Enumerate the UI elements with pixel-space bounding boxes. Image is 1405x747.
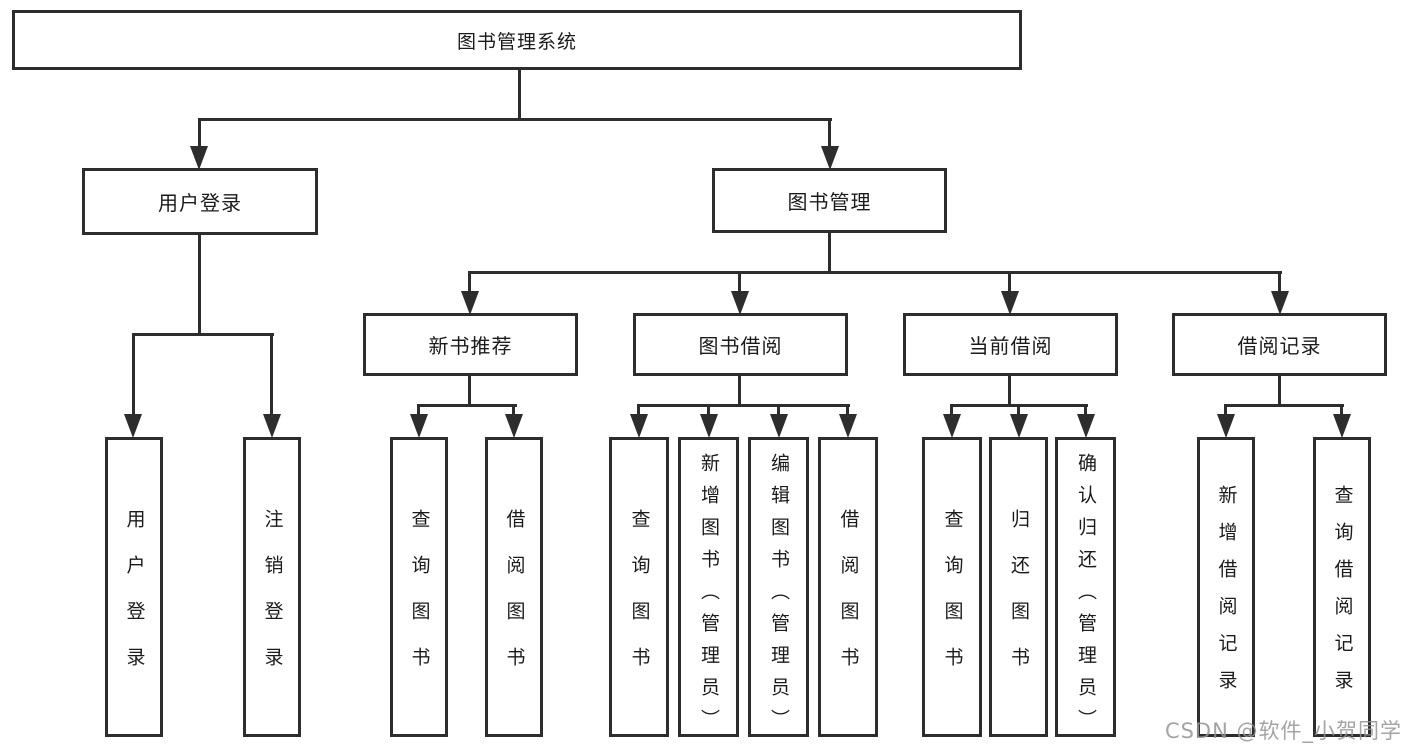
arrowhead-borrow-leaf4 — [839, 414, 857, 438]
connector-rec-leaf2-drop — [512, 404, 515, 416]
arrowhead-rec-leaf2 — [505, 414, 523, 438]
connector-borrow-records-drop — [1278, 271, 1281, 293]
connector-level2-hline — [198, 118, 832, 121]
node-new-book-rec-label: 新书推荐 — [428, 334, 513, 358]
connector-user-login-stem — [198, 234, 201, 336]
node-book-mgmt: 图书管理 — [712, 168, 947, 233]
connector-records-leaf2-drop — [1340, 404, 1343, 416]
leaf-query-borrow-record-label: 查询借阅记录 — [1331, 485, 1354, 707]
leaf-add-borrow-record: 新增借阅记录 — [1197, 437, 1255, 737]
leaf-borrow-book-rec: 借阅图书 — [485, 437, 543, 737]
leaf-return-book: 归还图书 — [989, 437, 1048, 737]
node-current-borrow-label: 当前借阅 — [968, 334, 1053, 358]
connector-book-borrow-drop — [738, 271, 741, 293]
node-borrow-records: 借阅记录 — [1172, 313, 1387, 376]
connector-rec-group-hline — [417, 404, 517, 407]
leaf-add-book-admin-label: 新增图书（管理员） — [698, 453, 720, 741]
arrowhead-borrow-leaf1 — [630, 414, 648, 438]
arrowhead-borrow-leaf2 — [700, 414, 718, 438]
connector-user-group-hline — [132, 333, 274, 336]
node-root-label: 图书管理系统 — [456, 30, 577, 53]
connector-new-book-rec-drop — [468, 271, 471, 293]
arrowhead-current-leaf2 — [1010, 414, 1028, 438]
leaf-confirm-return-admin: 确认归还（管理员） — [1055, 437, 1116, 741]
connector-borrow-leaf4-drop — [846, 404, 849, 416]
leaf-borrow-book-label: 借阅图书 — [837, 508, 860, 693]
leaf-query-book-rec: 查询图书 — [390, 437, 448, 737]
leaf-user-login-label: 用户登录 — [123, 508, 146, 693]
arrowhead-leaf-logout — [263, 414, 281, 438]
connector-borrow-leaf2-drop — [707, 404, 710, 416]
connector-borrow-group-hline — [637, 404, 850, 407]
connector-book-mgmt-stem — [828, 232, 831, 274]
arrowhead-borrow-records — [1271, 291, 1289, 315]
leaf-confirm-return-admin-label: 确认归还（管理员） — [1075, 453, 1097, 741]
connector-current-borrow-drop — [1008, 271, 1011, 293]
connector-book-mgmt-drop — [828, 118, 831, 148]
connector-book-borrow-stem — [738, 376, 741, 407]
node-user-login-label: 用户登录 — [158, 191, 242, 215]
arrowhead-records-leaf2 — [1333, 414, 1351, 438]
connector-current-leaf2-drop — [1017, 404, 1020, 416]
leaf-query-book-borrow: 查询图书 — [609, 437, 669, 737]
leaf-logout: 注销登录 — [243, 437, 301, 737]
leaf-user-login: 用户登录 — [105, 437, 163, 737]
arrowhead-leaf-user-login — [124, 414, 142, 438]
connector-current-leaf3-drop — [1084, 404, 1087, 416]
leaf-query-book-rec-label: 查询图书 — [408, 508, 431, 693]
leaf-add-borrow-record-label: 新增借阅记录 — [1215, 485, 1238, 707]
leaf-edit-book-admin: 编辑图书（管理员） — [748, 437, 809, 741]
arrowhead-current-leaf3 — [1077, 414, 1095, 438]
arrowhead-current-leaf1 — [943, 414, 961, 438]
connector-leaf-user-login-drop — [132, 333, 135, 415]
node-book-mgmt-label: 图书管理 — [787, 190, 872, 214]
leaf-edit-book-admin-label: 编辑图书（管理员） — [768, 453, 790, 741]
connector-root-stem — [518, 70, 521, 120]
connector-borrow-records-stem — [1278, 376, 1281, 407]
connector-current-leaf1-drop — [950, 404, 953, 416]
arrowhead-rec-leaf1 — [410, 414, 428, 438]
connector-records-leaf1-drop — [1224, 404, 1227, 416]
arrowhead-borrow-leaf3 — [770, 414, 788, 438]
node-current-borrow: 当前借阅 — [903, 313, 1118, 376]
leaf-return-book-label: 归还图书 — [1008, 508, 1030, 693]
leaf-add-book-admin: 新增图书（管理员） — [678, 437, 739, 741]
connector-user-login-drop — [198, 118, 201, 148]
arrowhead-current-borrow — [1001, 291, 1019, 315]
connector-current-borrow-stem — [1008, 376, 1011, 407]
arrowhead-book-borrow — [731, 291, 749, 315]
node-root-library-system: 图书管理系统 — [12, 10, 1022, 70]
node-book-borrow: 图书借阅 — [633, 313, 848, 376]
node-new-book-rec: 新书推荐 — [363, 313, 578, 376]
node-user-login: 用户登录 — [82, 168, 318, 235]
connector-rec-leaf1-drop — [417, 404, 420, 416]
connector-borrow-leaf1-drop — [637, 404, 640, 416]
node-book-borrow-label: 图书借阅 — [698, 334, 783, 358]
connector-new-book-rec-stem — [468, 376, 471, 407]
leaf-query-book-current: 查询图书 — [922, 437, 982, 737]
leaf-query-borrow-record: 查询借阅记录 — [1313, 437, 1371, 737]
arrowhead-book-mgmt — [821, 146, 839, 170]
leaf-borrow-book-rec-label: 借阅图书 — [503, 508, 526, 693]
arrowhead-records-leaf1 — [1217, 414, 1235, 438]
leaf-query-book-current-label: 查询图书 — [941, 508, 964, 693]
node-borrow-records-label: 借阅记录 — [1237, 334, 1322, 358]
leaf-logout-label: 注销登录 — [261, 508, 284, 693]
leaf-query-book-borrow-label: 查询图书 — [628, 508, 651, 693]
connector-level3-hline — [468, 271, 1282, 274]
arrowhead-user-login — [190, 146, 208, 170]
arrowhead-new-book-rec — [461, 291, 479, 315]
csdn-watermark: CSDN @软件_小贺同学 — [1164, 719, 1402, 743]
connector-borrow-leaf3-drop — [777, 404, 780, 416]
connector-leaf-logout-drop — [270, 333, 273, 415]
leaf-borrow-book: 借阅图书 — [818, 437, 878, 737]
connector-records-group-hline — [1224, 404, 1344, 407]
